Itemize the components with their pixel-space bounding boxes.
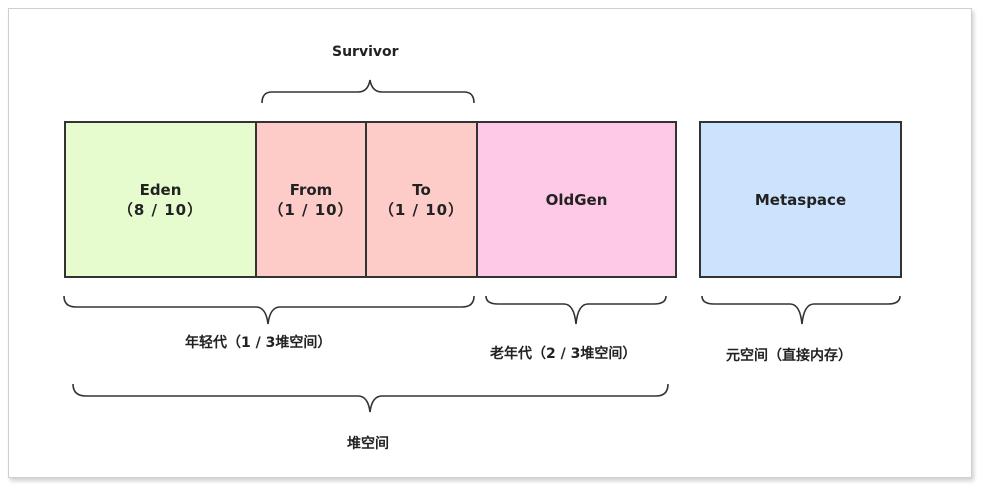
to-region: To （1 / 10） <box>365 121 478 278</box>
to-name: To <box>412 180 431 199</box>
old-gen-label: 老年代（2 / 3堆空间） <box>490 346 637 362</box>
from-region: From （1 / 10） <box>255 121 367 278</box>
eden-name: Eden <box>139 180 182 199</box>
old-gen-brace <box>485 295 667 325</box>
young-gen-brace <box>63 295 475 325</box>
from-name: From <box>289 180 333 199</box>
heap-label: 堆空间 <box>347 436 389 452</box>
metaspace-region: Metaspace <box>699 121 902 278</box>
to-ratio: （1 / 10） <box>378 200 465 219</box>
from-ratio: （1 / 10） <box>268 200 354 219</box>
eden-ratio: （8 / 10） <box>117 200 204 219</box>
survivor-brace <box>261 79 475 104</box>
heap-brace <box>72 383 669 413</box>
survivor-label: Survivor <box>332 44 399 60</box>
oldgen-region: OldGen <box>476 121 677 278</box>
metaspace-caption: 元空间（直接内存） <box>726 348 852 364</box>
metaspace-name: Metaspace <box>754 190 847 209</box>
young-gen-label: 年轻代（1 / 3堆空间） <box>185 335 332 351</box>
metaspace-brace <box>701 295 901 325</box>
eden-region: Eden （8 / 10） <box>64 121 257 278</box>
oldgen-name: OldGen <box>545 190 608 209</box>
